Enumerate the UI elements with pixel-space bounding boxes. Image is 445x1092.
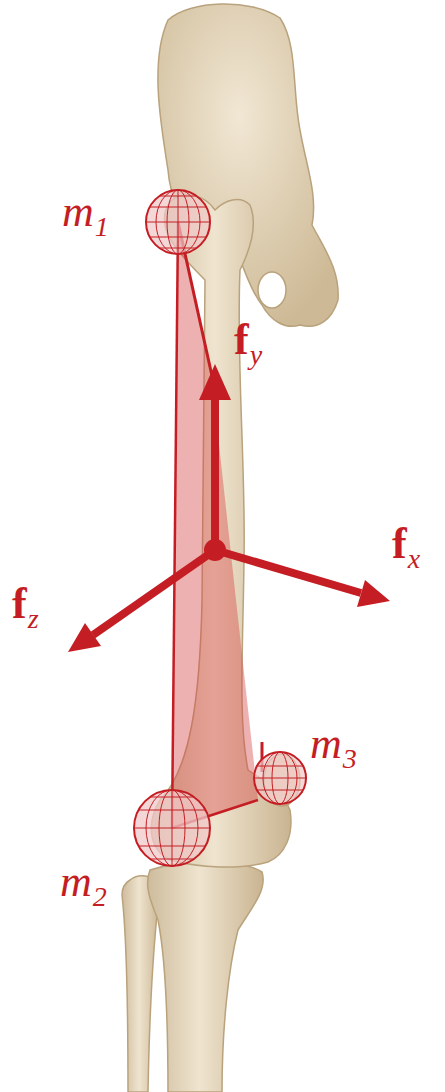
symbol-letter: m [310, 719, 342, 768]
symbol-letter: m [62, 187, 94, 236]
force-arrow [199, 364, 231, 550]
symbol-label: m3 [310, 722, 357, 766]
symbol-letter: f [12, 579, 27, 628]
mass-sphere [254, 752, 306, 804]
symbol-label: fz [12, 582, 39, 626]
symbol-letter: f [392, 519, 407, 568]
force-origin [204, 539, 226, 561]
symbol-subscript: 2 [93, 881, 107, 912]
mass-sphere [146, 190, 210, 254]
symbol-label: m2 [60, 860, 107, 904]
symbol-subscript: z [28, 603, 39, 634]
force-arrow [68, 550, 215, 652]
symbol-letter: f [234, 315, 249, 364]
symbol-label: m1 [62, 190, 109, 234]
obturator-foramen [258, 272, 286, 308]
symbol-label: fx [392, 522, 420, 566]
muscle-line [172, 222, 178, 828]
symbol-subscript: 3 [343, 743, 357, 774]
tibia-bone [148, 862, 264, 1092]
symbol-label: fy [234, 318, 262, 362]
force-arrow [215, 550, 390, 607]
muscle-region [172, 222, 258, 828]
symbol-subscript: x [408, 543, 420, 574]
symbol-subscript: 1 [95, 211, 109, 242]
symbol-letter: m [60, 857, 92, 906]
symbol-subscript: y [250, 339, 262, 370]
mass-sphere [134, 790, 210, 866]
